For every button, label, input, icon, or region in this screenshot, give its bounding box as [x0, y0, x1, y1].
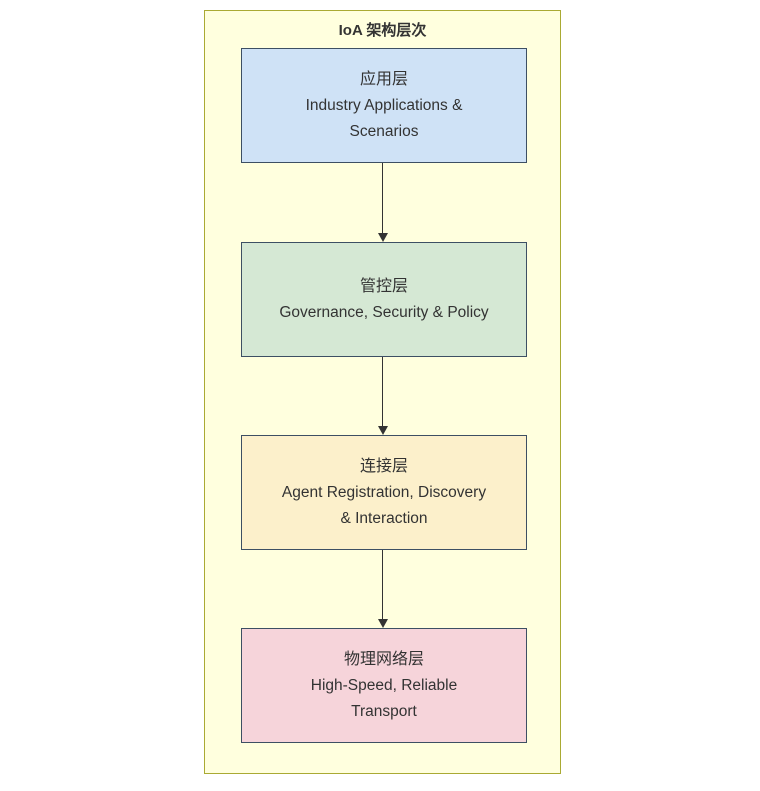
arrow-head-icon	[377, 426, 388, 435]
node-governance-layer: 管控层 Governance, Security & Policy	[241, 242, 527, 357]
arrow-head-icon	[377, 619, 388, 628]
node-governance-layer-en-label: Governance, Security & Policy	[279, 303, 489, 321]
arrow-shaft	[381, 550, 384, 619]
node-physical-network-layer: 物理网络层 High-Speed, Reliable Transport	[241, 628, 527, 743]
node-connection-layer: 连接层 Agent Registration, Discovery & Inte…	[241, 435, 527, 550]
diagram-title: IoA 架构层次	[338, 22, 427, 39]
node-physical-network-layer-en-label: High-Speed, Reliable Transport	[310, 676, 458, 720]
arrow-down-2	[377, 357, 388, 435]
node-physical-network-layer-zh-label: 物理网络层	[343, 650, 424, 668]
node-connection-layer-en-label: Agent Registration, Discovery & Interact…	[281, 483, 487, 527]
node-application-layer: 应用层 Industry Applications & Scenarios	[241, 48, 527, 163]
arrow-shaft	[381, 357, 384, 426]
arrow-head-icon	[377, 233, 388, 242]
arrow-down-1	[377, 163, 388, 242]
arrow-shaft	[381, 163, 384, 233]
node-connection-layer-zh-label: 连接层	[359, 457, 408, 475]
node-application-layer-en-label: Industry Applications & Scenarios	[305, 96, 463, 140]
node-governance-layer-zh-label: 管控层	[359, 277, 408, 295]
subgraph-container: IoA 架构层次 应用层 Industry Applications & Sce…	[204, 10, 561, 774]
node-application-layer-zh-label: 应用层	[359, 70, 408, 88]
arrow-down-3	[377, 550, 388, 628]
